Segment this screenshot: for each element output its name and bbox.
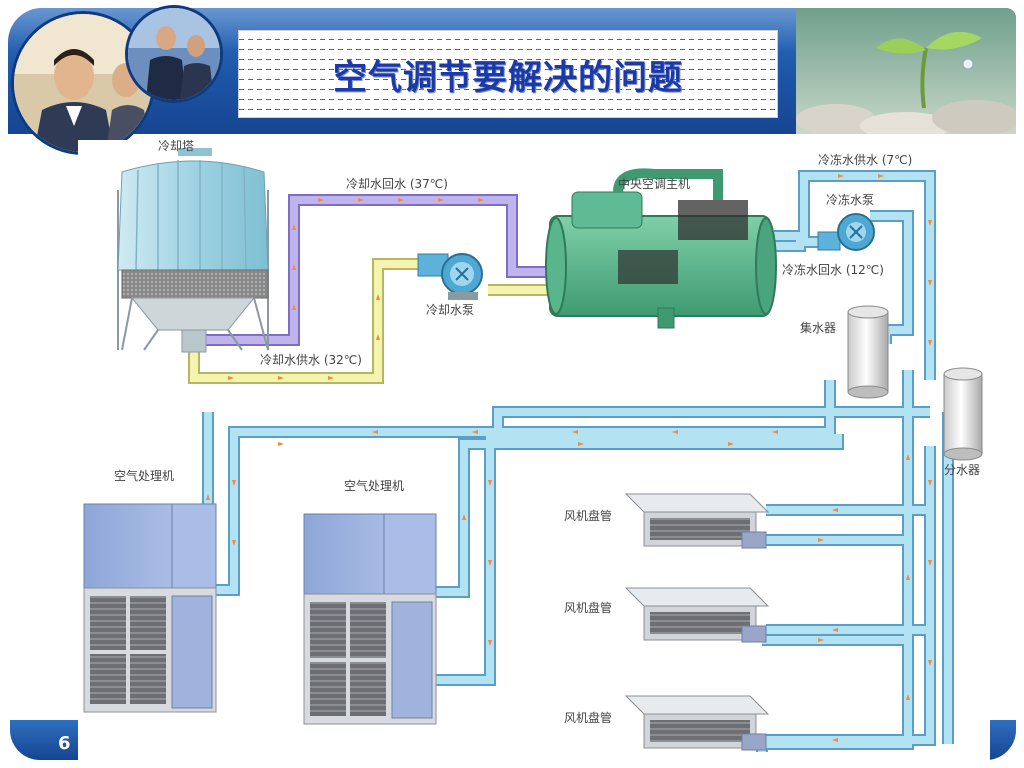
- label-cooling-tower: 冷却塔: [158, 140, 194, 153]
- distributor-tank: [943, 367, 983, 461]
- fan-coil-2: [624, 587, 770, 643]
- business-photo-small: [128, 8, 220, 100]
- label-chiller: 中央空调主机: [618, 176, 690, 191]
- label-fcu-2: 风机盘管: [564, 600, 612, 615]
- hvac-svg: 冷却塔 冷却水回水 (37℃) 冷却水供水 (32℃) 冷却水泵 中央空调主机 …: [83, 139, 983, 752]
- page-title: 空气调节要解决的问题: [333, 58, 683, 98]
- chilled-pump: [817, 213, 875, 251]
- label-cooling-return: 冷却水回水 (37℃): [346, 177, 448, 191]
- air-handler-1: [83, 503, 217, 713]
- cooling-supply-pipe: [188, 258, 554, 384]
- fan-coil-3: [624, 695, 770, 751]
- label-ahu-2: 空气处理机: [344, 478, 404, 493]
- label-ahu-1: 空气处理机: [114, 468, 174, 483]
- label-cooling-supply: 冷却水供水 (32℃): [260, 353, 362, 367]
- title-box: [238, 30, 778, 118]
- label-distributor: 分水器: [944, 463, 980, 477]
- cooling-pump: [417, 253, 483, 300]
- label-fcu-1: 风机盘管: [564, 508, 612, 523]
- chilled-water-pipes: [182, 170, 954, 752]
- collector-tank: [847, 305, 889, 399]
- plant-photo: [796, 8, 1016, 134]
- seedling-image: [796, 8, 1016, 134]
- label-cooling-pump: 冷却水泵: [426, 303, 474, 317]
- handshake-image: [128, 8, 220, 100]
- fan-coil-1: [624, 493, 770, 549]
- label-chilled-pump: 冷冻水泵: [826, 192, 874, 207]
- label-collector: 集水器: [800, 320, 836, 335]
- flow-arrows: [206, 174, 932, 742]
- label-fcu-3: 风机盘管: [564, 710, 612, 725]
- label-chilled-supply: 冷冻水供水 (7℃): [818, 152, 912, 167]
- label-chilled-return: 冷冻水回水 (12℃): [782, 262, 884, 277]
- air-handler-2: [303, 513, 437, 725]
- hvac-system-diagram: 冷却塔 冷却水回水 (37℃) 冷却水供水 (32℃) 冷却水泵 中央空调主机 …: [78, 139, 990, 762]
- slide-number: 6: [58, 733, 71, 754]
- cooling-tower: [117, 148, 269, 353]
- chiller: [545, 168, 777, 329]
